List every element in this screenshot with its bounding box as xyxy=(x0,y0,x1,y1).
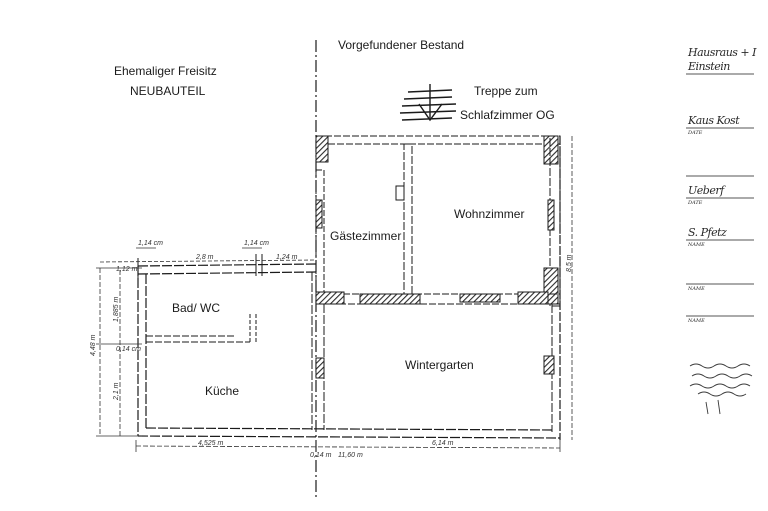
legend-scribble-5-sub: NAME xyxy=(688,286,705,292)
dim-bottom-right: 6,14 m xyxy=(432,440,454,447)
dim-left-lower: 2,1 m xyxy=(113,382,120,400)
dim-left-upper: 1,885 m xyxy=(113,296,120,322)
dim-top-segment-right: 1,24 m xyxy=(276,254,298,261)
label-ehemaliger-freisitz: Ehemaliger Freisitz xyxy=(114,64,217,78)
dim-bottom-small: 0,14 m xyxy=(310,452,332,459)
legend-lines xyxy=(686,73,754,317)
label-wohnzimmer: Wohnzimmer xyxy=(454,207,525,221)
stair-symbol xyxy=(399,84,457,122)
label-vorgefundener-bestand: Vorgefundener Bestand xyxy=(338,38,465,52)
legend-scribble-2: Kaus Kost xyxy=(688,114,740,127)
dimension-lines xyxy=(96,136,573,452)
dim-top-right-window: 1,14 cm xyxy=(244,240,269,247)
label-kueche: Küche xyxy=(205,384,240,398)
label-neubauteil: NEUBAUTEIL xyxy=(130,84,206,98)
dim-bottom-total: 11,60 m xyxy=(338,452,363,459)
dim-left-mid: 0,14 cm xyxy=(116,346,141,353)
label-treppe-line1: Treppe zum xyxy=(474,84,538,98)
legend-scribble-6-sub: NAME xyxy=(688,318,705,324)
legend-scribble-4-sub: NAME xyxy=(688,242,705,248)
dim-right-height: 8,5 m xyxy=(566,254,573,272)
legend-scribble-3-sub: DATE xyxy=(688,200,703,206)
legend-scribble-2-sub: DATE xyxy=(688,130,703,136)
dim-left-total: 4,48 m xyxy=(90,334,97,356)
label-gaestezimmer: Gästezimmer xyxy=(330,229,402,243)
label-treppe-line2: Schlafzimmer OG xyxy=(460,108,555,122)
label-wintergarten: Wintergarten xyxy=(405,358,474,372)
dim-top-left-window: 1,14 cm xyxy=(138,240,163,247)
dim-bottom-left: 4,525 m xyxy=(198,440,224,447)
legend-scribble-1: Hausraus + I xyxy=(688,46,756,59)
dim-top-segment-left: 2,8 m xyxy=(196,254,214,261)
existing-walls xyxy=(315,135,561,307)
neubau-walls xyxy=(137,254,561,439)
signature-mark xyxy=(689,363,753,415)
legend-scribble-4: S. Pfetz xyxy=(688,226,727,239)
dim-corner-small: 1,12 m xyxy=(116,266,138,273)
label-bad-wc: Bad/ WC xyxy=(172,301,221,315)
wintergarten-walls xyxy=(315,136,561,440)
legend-scribble-1-sub: Einstein xyxy=(688,60,730,73)
legend-scribble-3: Ueberf xyxy=(688,184,724,197)
